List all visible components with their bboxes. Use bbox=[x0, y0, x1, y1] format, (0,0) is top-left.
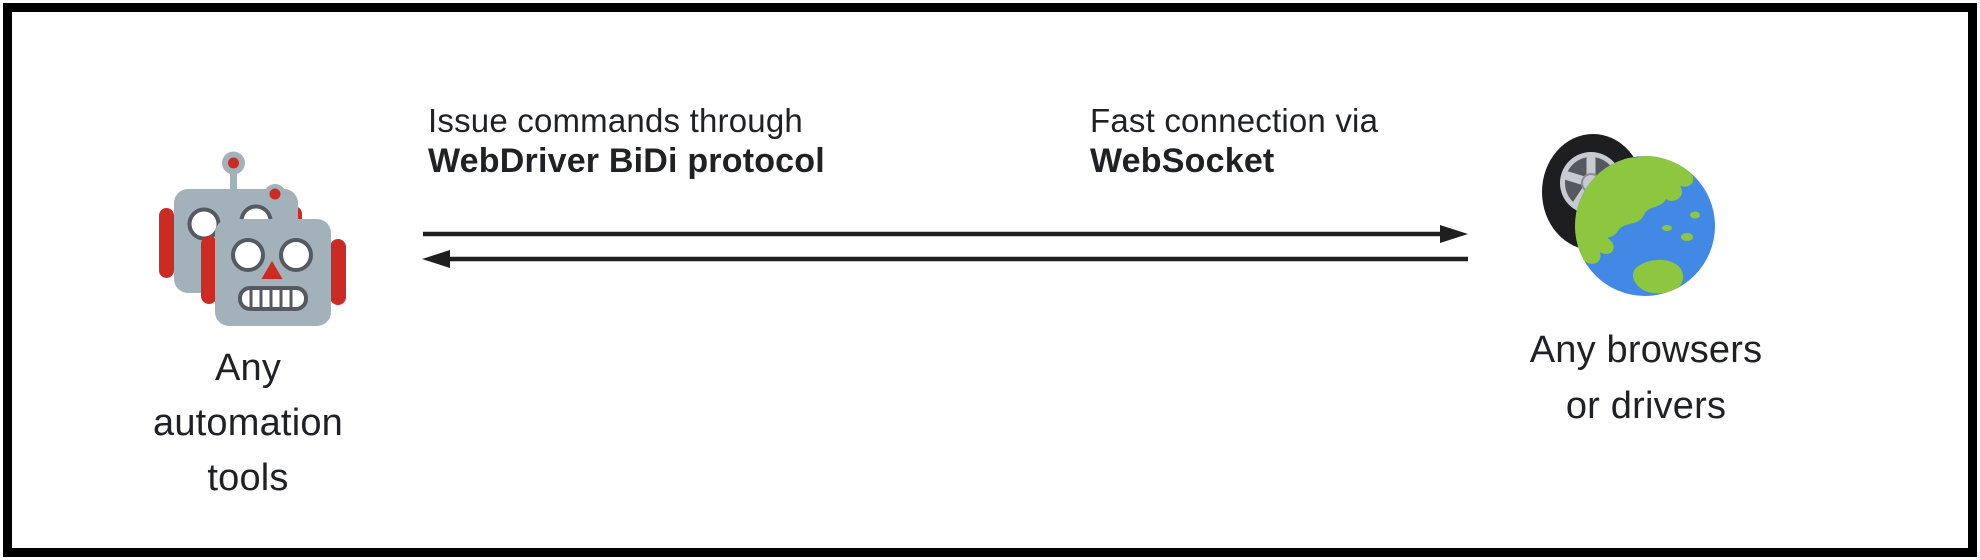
automation-tools-label-line1: Any bbox=[214, 347, 282, 389]
bidirectional-arrows bbox=[422, 225, 1468, 268]
command-connection-label: Issue commands through WebDriver BiDi pr… bbox=[428, 101, 825, 181]
socket-label-normal: Fast connection via bbox=[1090, 102, 1379, 139]
globe bbox=[1575, 156, 1715, 296]
browsers-drivers-label-line2: or drivers bbox=[1565, 385, 1727, 427]
automation-tools-label-line3: tools bbox=[207, 457, 289, 499]
automation-tools-label: Any automation tools bbox=[88, 341, 408, 506]
automation-tools-label-line2: automation bbox=[152, 402, 343, 444]
globe-tire-icon bbox=[1542, 134, 1715, 296]
socket-label-bold: WebSocket bbox=[1090, 142, 1275, 180]
browsers-drivers-label-line1: Any browsers bbox=[1529, 329, 1763, 371]
front-robot-head bbox=[201, 184, 346, 326]
arrow-left bbox=[422, 250, 1468, 268]
socket-connection-label: Fast connection via WebSocket bbox=[1090, 101, 1378, 181]
browsers-drivers-label: Any browsers or drivers bbox=[1446, 322, 1846, 434]
arrow-right bbox=[423, 225, 1468, 243]
command-label-bold: WebDriver BiDi protocol bbox=[428, 142, 825, 180]
robots-icon bbox=[159, 151, 346, 326]
command-label-normal: Issue commands through bbox=[428, 102, 803, 139]
